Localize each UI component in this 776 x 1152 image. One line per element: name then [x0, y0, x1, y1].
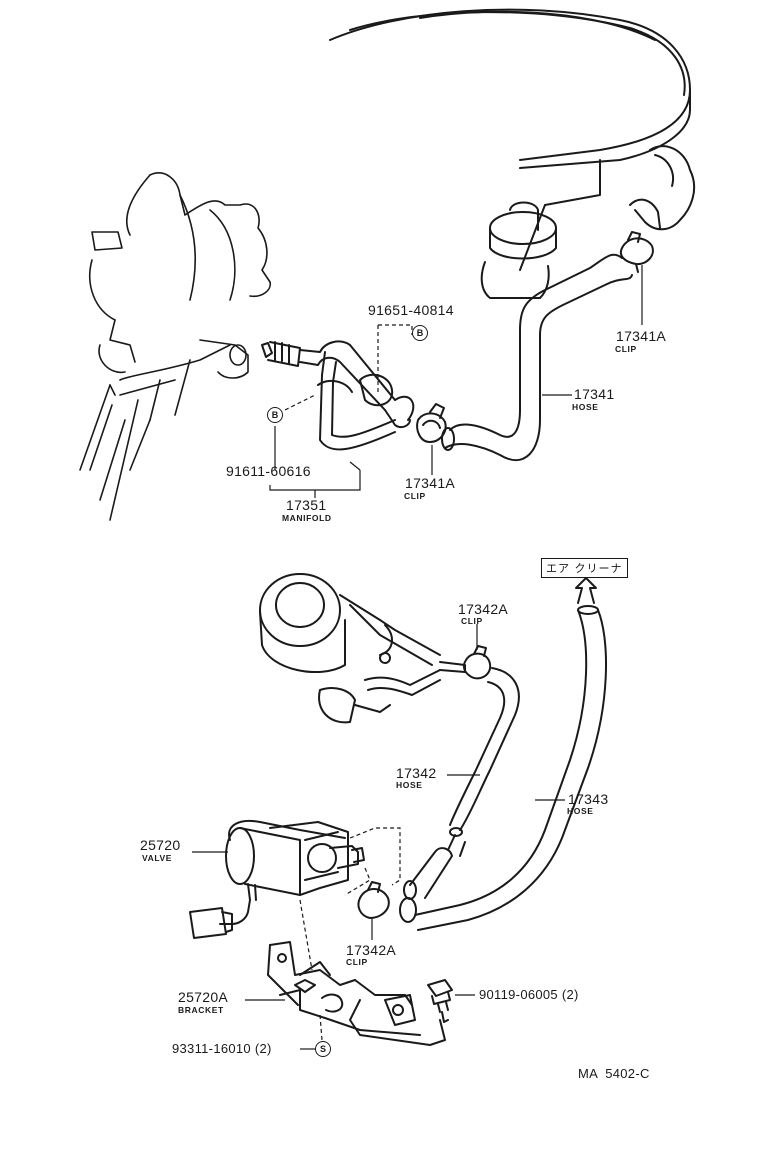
- valve-name-label: VALVE: [142, 853, 173, 863]
- manifold-pipe: [261, 340, 415, 451]
- manifold-name-label: MANIFOLD: [282, 513, 332, 523]
- manifold-part-label: 17351: [286, 497, 327, 513]
- screw-part-label: 93311-16010 (2): [172, 1041, 272, 1056]
- bolt-b-left-part-label: 91611-60616: [226, 463, 311, 479]
- reference-code: MA 5402-C: [578, 1066, 650, 1081]
- clip-17342a-lower: [357, 881, 390, 919]
- air-cleaner-arrow: [575, 577, 597, 604]
- clip-17341a-upper: [619, 231, 654, 273]
- hose-17343-name-label: HOSE: [567, 806, 594, 816]
- air-cleaner-label: エア クリーナ: [541, 558, 628, 578]
- hose-17343-part-label: 17343: [568, 791, 609, 807]
- hose-17341-part-label: 17341: [574, 386, 615, 402]
- hose-17341-name-label: HOSE: [572, 402, 599, 412]
- bolt-b-top-badge: B: [412, 325, 428, 341]
- clip-17341a-lower-name-label: CLIP: [404, 491, 426, 501]
- hose-17342-name-label: HOSE: [396, 780, 423, 790]
- bolt-90119: [427, 979, 453, 1023]
- clip-17342a-lower-name-label: CLIP: [346, 957, 368, 967]
- air-cleaner-housing: [329, 8, 696, 299]
- bracket-name-label: BRACKET: [178, 1005, 224, 1015]
- hose-17341: [441, 253, 633, 461]
- clip-17342a-upper-part-label: 17342A: [458, 601, 509, 617]
- clip-17342a-upper: [462, 645, 492, 680]
- vsv-valve-body: [259, 573, 466, 724]
- clip-17341a-upper-name-label: CLIP: [615, 344, 637, 354]
- screw-s-badge: S: [315, 1041, 331, 1057]
- bracket-25720a: [267, 941, 446, 1046]
- hose-17343: [399, 605, 607, 931]
- hose-17342: [449, 667, 520, 837]
- clip-17341a-upper-part-label: 17341A: [616, 328, 667, 344]
- engine-block: [79, 172, 272, 521]
- hose-17342-part-label: 17342: [396, 765, 437, 781]
- bolt-b-top-part-label: 91651-40814: [368, 302, 454, 318]
- bolt-b-left-badge: B: [267, 407, 283, 423]
- clip-17342a-upper-name-label: CLIP: [461, 616, 483, 626]
- bolt-90119-part-label: 90119-06005 (2): [479, 987, 579, 1002]
- valve-25720: [189, 820, 365, 939]
- clip-17341a-lower-part-label: 17341A: [405, 475, 456, 491]
- bracket-part-label: 25720A: [178, 989, 229, 1005]
- valve-hoses: [403, 834, 466, 900]
- valve-part-label: 25720: [140, 837, 181, 853]
- clip-17342a-lower-part-label: 17342A: [346, 942, 397, 958]
